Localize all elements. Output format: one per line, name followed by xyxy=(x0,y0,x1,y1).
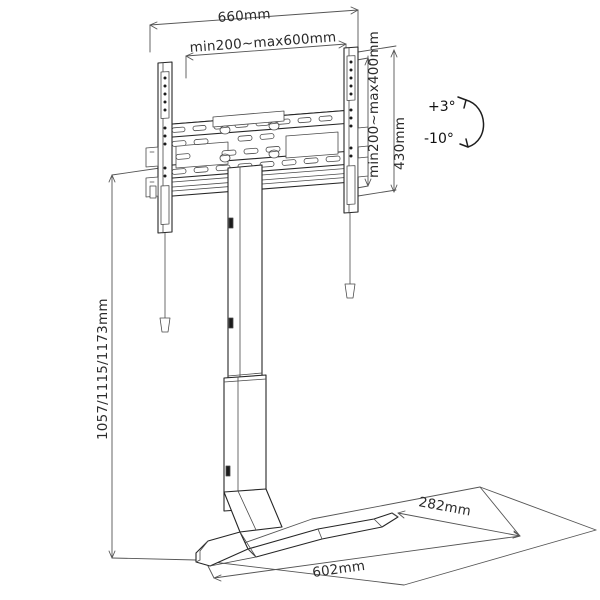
label-vesa-horizontal: min200~max600mm xyxy=(189,29,337,56)
label-430mm: 430mm xyxy=(392,117,408,170)
vesa-rail-left xyxy=(145,61,173,234)
vesa-rail-right-holes xyxy=(349,60,353,158)
telescopic-column xyxy=(223,164,267,512)
dimension-430mm xyxy=(357,45,398,197)
dimension-stand-height xyxy=(108,167,197,561)
label-stand-height: 1057/1115/1173mm xyxy=(95,298,111,440)
ground-plane-guides xyxy=(195,486,597,586)
release-cord-right xyxy=(344,212,356,299)
dimension-602mm xyxy=(207,531,521,582)
vesa-rail-left-holes xyxy=(163,76,167,178)
bracket-slot-row-bottom xyxy=(175,146,281,160)
label-tilt-down: -10° xyxy=(424,131,454,147)
dimension-660mm xyxy=(149,6,359,53)
label-vesa-vertical: min200~max400mm xyxy=(366,31,382,178)
base-foot xyxy=(195,488,399,567)
tv-mount-bracket xyxy=(159,109,354,198)
label-602mm: 602mm xyxy=(311,558,366,581)
label-tilt-up: +3° xyxy=(428,99,456,115)
bracket-bolt-knobs xyxy=(219,121,280,163)
vesa-rail-right xyxy=(343,46,369,214)
release-cord-left xyxy=(159,232,171,333)
tilt-arc-arrow-icon xyxy=(457,96,485,148)
label-660mm: 660mm xyxy=(217,6,271,26)
label-282mm: 282mm xyxy=(417,494,472,519)
